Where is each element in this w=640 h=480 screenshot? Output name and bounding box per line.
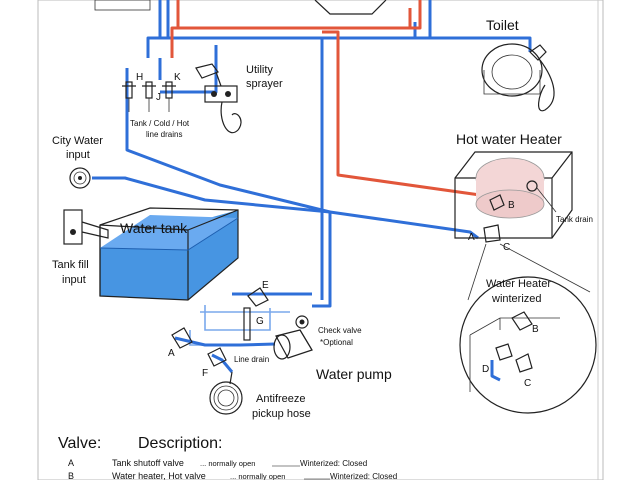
line-drains-label-1: Tank / Cold / Hot <box>130 119 190 128</box>
toilet-label: Toilet <box>486 17 519 33</box>
valve-a-label: A <box>168 348 175 359</box>
table-row-2-winterized: Winterized: Closed <box>330 472 397 480</box>
top-fixture-sink <box>314 0 387 15</box>
top-fixture-left <box>94 0 151 11</box>
antifreeze-hose <box>209 371 243 415</box>
utility-sprayer-label-2: sprayer <box>246 78 283 90</box>
water-pump-label: Water pump <box>316 366 392 382</box>
tank-fill-label-2: input <box>62 274 86 286</box>
table-row-1-normal: ... normally open <box>200 459 255 468</box>
table-header-valve: Valve: <box>58 435 101 452</box>
valve-description-table: Valve: Description: A Tank shutoff valve… <box>58 435 397 480</box>
valve-k-label: K <box>174 72 181 83</box>
city-water-label-2: input <box>66 149 90 161</box>
tank-drain-label: Tank drain <box>556 215 593 224</box>
line-drain-label: Line drain <box>234 355 269 364</box>
check-valve-label-1: Check valve <box>318 326 362 335</box>
heater-valve-a-label: A <box>468 232 475 243</box>
city-water-inlet <box>69 167 91 189</box>
antifreeze-label-1: Antifreeze <box>256 393 306 405</box>
line-drain-valves <box>122 81 176 112</box>
tank-fill-label-1: Tank fill <box>52 259 89 271</box>
heater-valve-b-label: B <box>508 200 515 211</box>
check-valve-label-2: *Optional <box>320 338 353 347</box>
table-header-description: Description: <box>138 435 222 452</box>
table-row-2-normal: ... normally open <box>230 472 285 480</box>
inset-title-1: Water Heater <box>486 278 551 290</box>
table-row-2-name: Water heater, Hot valve <box>112 471 206 480</box>
pump-area-valves <box>171 287 269 367</box>
inset-valve-d-label: D <box>482 364 489 375</box>
heater-winterized-inset <box>459 243 597 414</box>
inset-title-2: winterized <box>491 293 542 305</box>
table-row-1-name: Tank shutoff valve <box>112 458 184 468</box>
inset-valve-c-label: C <box>524 378 531 389</box>
valve-h-label: H <box>136 72 143 83</box>
table-row-1-valve: A <box>68 458 74 468</box>
valve-e-label: E <box>262 280 269 291</box>
utility-sprayer-label-1: Utility <box>246 64 273 76</box>
toilet <box>481 43 555 112</box>
valve-f-label: F <box>202 368 208 379</box>
water-tank-label: Water tank <box>120 220 188 236</box>
table-row-1-winterized: Winterized: Closed <box>300 459 367 468</box>
hot-water-heater <box>454 151 573 243</box>
line-drains-label-2: line drains <box>146 130 182 139</box>
water-tank <box>63 207 239 301</box>
valve-j-label: J <box>156 92 161 103</box>
valve-g-label: G <box>256 316 264 327</box>
water-pump <box>273 315 313 360</box>
antifreeze-label-2: pickup hose <box>252 408 311 420</box>
hot-water-heater-label: Hot water Heater <box>456 131 562 147</box>
inset-valve-b-label: B <box>532 324 539 335</box>
table-row-2-valve: B <box>68 471 74 480</box>
city-water-label-1: City Water <box>52 135 103 147</box>
utility-sprayer <box>195 63 242 134</box>
